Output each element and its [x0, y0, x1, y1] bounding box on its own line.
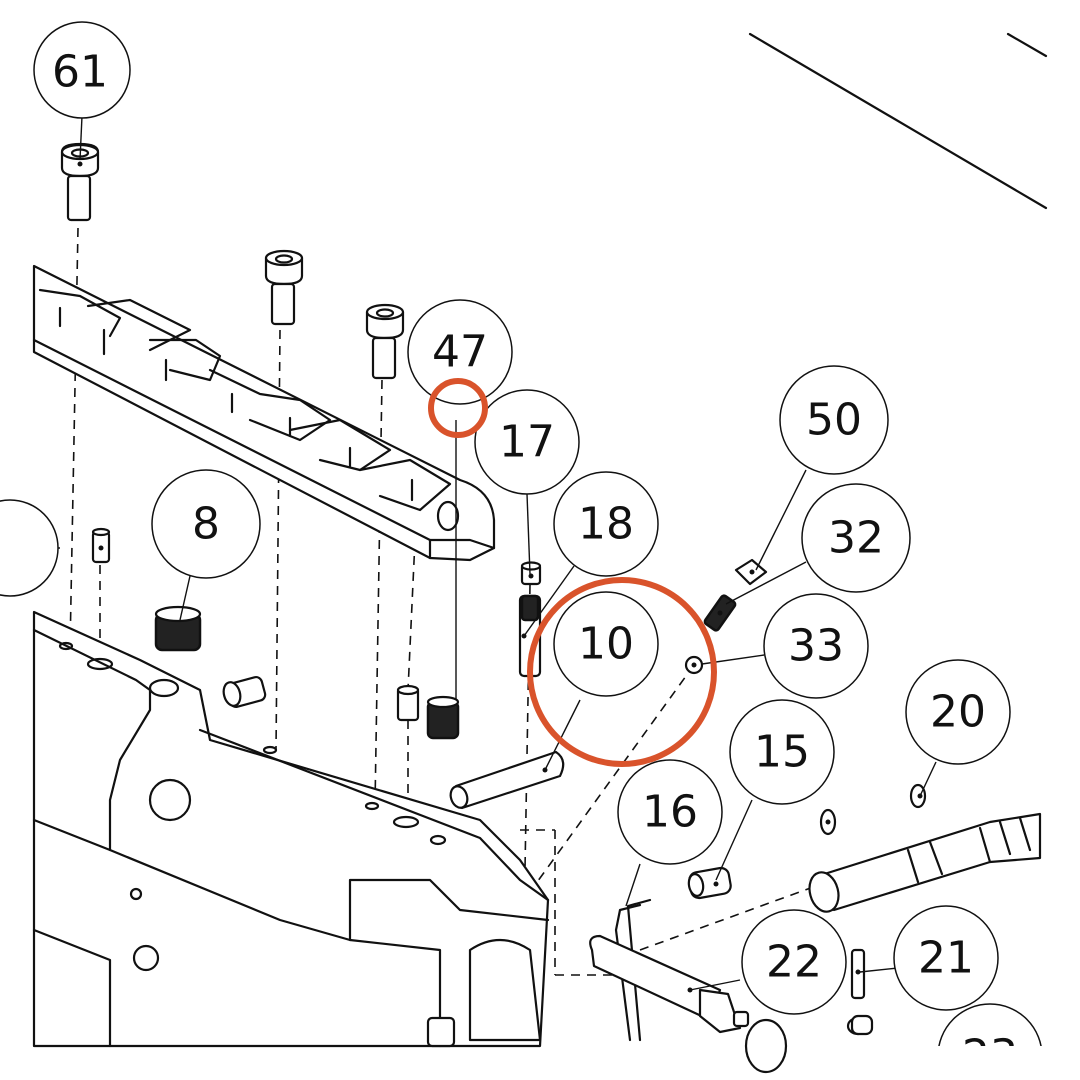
part-8-grub-screw	[154, 605, 202, 652]
callout-18-label: 18	[578, 499, 634, 550]
highlight-47-marker	[428, 378, 488, 438]
callout-33-label: 33	[788, 621, 844, 672]
callout-47-label: 47	[432, 327, 488, 378]
callout-partial-left	[0, 499, 59, 597]
callout-32-label: 32	[828, 513, 884, 564]
callout-61-label: 61	[52, 47, 108, 98]
callout-20: 20	[905, 659, 1011, 765]
callout-22: 22	[741, 909, 847, 1015]
callout-22-label: 22	[766, 937, 822, 988]
part-screw-a	[264, 249, 304, 326]
callout-17-label: 17	[499, 417, 555, 468]
part-receiver	[32, 610, 550, 1048]
part-61-screw	[60, 142, 100, 222]
callout-32: 32	[801, 483, 911, 593]
callout-10: 10	[553, 591, 659, 697]
part-15-bushing	[687, 866, 732, 900]
highlight-10-ring	[527, 577, 717, 767]
callout-16-label: 16	[642, 787, 698, 838]
callout-15-label: 15	[754, 727, 810, 778]
part-pin-17	[520, 561, 542, 586]
part-screw-b	[365, 303, 405, 380]
callout-21: 21	[893, 905, 999, 1011]
callout-15: 15	[729, 699, 835, 805]
callout-17: 17	[474, 389, 580, 495]
part-spring-18	[520, 594, 540, 622]
callout-23-label: 23	[962, 1031, 1018, 1080]
part-grub-screw-47	[426, 695, 460, 740]
part-22-shaft	[589, 934, 788, 1074]
part-20-shaft	[808, 783, 1042, 913]
frame-lines	[748, 32, 1048, 210]
callout-8: 8	[151, 469, 261, 579]
callout-18: 18	[553, 471, 659, 577]
callout-50-label: 50	[806, 395, 862, 446]
callout-8-label: 8	[192, 499, 220, 550]
callout-61: 61	[33, 21, 131, 119]
part-rail	[32, 264, 496, 562]
callout-47: 47	[407, 299, 513, 405]
callout-33: 33	[763, 593, 869, 699]
leader-dots	[77, 161, 923, 993]
callout-16: 16	[617, 759, 723, 865]
part-10-pin	[449, 750, 565, 810]
part-bushing	[222, 675, 267, 709]
callout-50: 50	[779, 365, 889, 475]
callout-10-label: 10	[578, 619, 634, 670]
part-16-lever	[614, 898, 652, 1042]
callout-23: 23	[938, 1003, 1042, 1080]
callout-20-label: 20	[930, 687, 986, 738]
part-21-pin	[846, 948, 874, 1036]
part-pin-vertical	[396, 684, 420, 722]
callout-21-label: 21	[918, 933, 974, 984]
